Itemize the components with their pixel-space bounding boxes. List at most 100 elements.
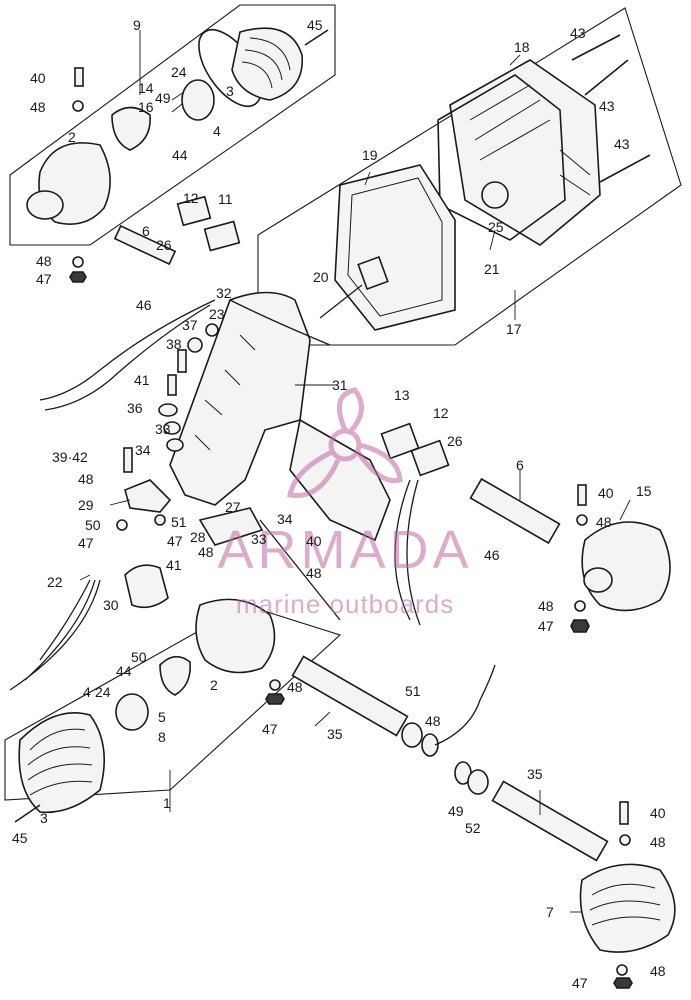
socket-20 bbox=[357, 255, 389, 291]
washer-48-top bbox=[72, 100, 84, 112]
callout-label: 26 bbox=[156, 237, 172, 253]
callout-label: 48 bbox=[596, 514, 612, 530]
callout-label: 47 bbox=[36, 271, 52, 287]
signal-7-ribs bbox=[589, 883, 661, 926]
bulb-24 bbox=[181, 79, 215, 121]
tail-light-wire bbox=[319, 284, 363, 319]
callout-label: 48 bbox=[538, 598, 554, 614]
stay-arm-6-right bbox=[469, 477, 561, 545]
lens-3-ribs bbox=[27, 728, 93, 796]
bolt-40-top bbox=[74, 67, 84, 87]
callout-label: 2 bbox=[210, 677, 218, 693]
callout-label: 30 bbox=[103, 597, 119, 613]
cushion-12-top bbox=[176, 195, 212, 227]
screw-45-top bbox=[304, 29, 329, 46]
callout-label: 39·42 bbox=[52, 449, 88, 465]
bulb-25 bbox=[481, 181, 509, 209]
case-inner bbox=[347, 177, 443, 317]
tail-light-assembly bbox=[319, 34, 651, 331]
callout-label: 3 bbox=[226, 83, 234, 99]
callout-label: 45 bbox=[12, 830, 28, 846]
nut-47-center bbox=[265, 693, 285, 705]
callout-label: 48 bbox=[30, 99, 46, 115]
callout-label: 33 bbox=[155, 421, 171, 437]
callout-label: 16 bbox=[138, 99, 154, 115]
callout-label: 23 bbox=[209, 306, 225, 322]
callout-label: 43 bbox=[599, 98, 615, 114]
callout-label: 31 bbox=[332, 377, 348, 393]
leader-lines bbox=[79, 30, 631, 913]
callout-label: 51 bbox=[171, 514, 187, 530]
callout-label: 43 bbox=[614, 136, 630, 152]
callout-label: 38 bbox=[166, 336, 182, 352]
callout-label: 28 bbox=[190, 529, 206, 545]
callout-label: 40 bbox=[598, 485, 614, 501]
callout-label: 41 bbox=[166, 557, 182, 573]
socket-14 bbox=[111, 106, 151, 151]
harness-22 bbox=[9, 579, 101, 691]
callout-label: 34 bbox=[135, 442, 151, 458]
bracket-plate-27-28 bbox=[198, 507, 264, 546]
callout-label: 40 bbox=[306, 533, 322, 549]
callout-label: 11 bbox=[218, 191, 233, 207]
callout-label: 47 bbox=[78, 535, 94, 551]
screw-45-lower bbox=[14, 804, 41, 823]
propeller-logo-icon bbox=[287, 387, 403, 499]
rear-left-turn-signal-assembly bbox=[14, 598, 276, 823]
callout-label: 49 bbox=[155, 90, 171, 106]
bracket-31 bbox=[169, 291, 311, 506]
callout-label: 9 bbox=[133, 17, 141, 33]
callout-label: 7 bbox=[546, 904, 554, 920]
callout-label: 26 bbox=[447, 433, 463, 449]
signal-15-stud bbox=[583, 567, 613, 593]
callout-label: 13 bbox=[394, 387, 410, 403]
washer-48-right-low bbox=[574, 600, 586, 612]
cushion-12-mid bbox=[410, 439, 450, 477]
callout-label: 48 bbox=[78, 471, 94, 487]
grommet-52-lower bbox=[467, 769, 489, 795]
front-left-turn-signal-assembly bbox=[26, 27, 329, 283]
callout-label: 2 bbox=[68, 129, 76, 145]
cushion-29 bbox=[124, 479, 172, 513]
callout-label: 12 bbox=[433, 405, 449, 421]
callout-label: 48 bbox=[306, 565, 322, 581]
callout-label: 47 bbox=[262, 721, 278, 737]
stay-arm-35-lower bbox=[491, 780, 609, 862]
cushion-13 bbox=[380, 422, 420, 460]
callout-label: 25 bbox=[488, 219, 504, 235]
bulb-base bbox=[171, 91, 185, 113]
callout-label: 40 bbox=[650, 805, 666, 821]
harness-32 bbox=[39, 299, 216, 401]
callout-label: 1 bbox=[163, 795, 171, 811]
screw-43-a bbox=[571, 34, 621, 61]
callout-label: 36 bbox=[127, 400, 143, 416]
callout-label: 48 bbox=[198, 544, 214, 560]
callout-label: 24 bbox=[95, 684, 111, 700]
callout-label: 34 bbox=[277, 511, 293, 527]
nut-47-right bbox=[570, 619, 590, 633]
callout-label: 4 bbox=[213, 123, 221, 139]
socket-5 bbox=[159, 655, 192, 696]
washer-48-right bbox=[576, 514, 588, 526]
callout-label: 48 bbox=[425, 713, 441, 729]
callout-label: 4 bbox=[83, 684, 91, 700]
callout-label: 48 bbox=[650, 834, 666, 850]
watermark: ARMADA marine outboards bbox=[217, 387, 469, 619]
stay-arm-6-top bbox=[113, 224, 177, 266]
rear-bracket-assembly bbox=[9, 291, 450, 691]
callout-label: 52 bbox=[465, 820, 481, 836]
bulb-24-lower bbox=[115, 693, 149, 731]
callout-label: 24 bbox=[171, 64, 187, 80]
callout-label: 45 bbox=[307, 17, 323, 33]
callout-label: 20 bbox=[313, 269, 329, 285]
callout-label: 47 bbox=[167, 533, 183, 549]
front-left-group-outline bbox=[9, 4, 336, 246]
callout-label: 21 bbox=[484, 261, 500, 277]
clamp-30 bbox=[124, 564, 169, 609]
callout-label: 5 bbox=[158, 709, 166, 725]
callout-label: 35 bbox=[327, 726, 343, 742]
callout-label: 15 bbox=[636, 483, 652, 499]
callout-label: 48 bbox=[650, 963, 666, 979]
callout-label: 29 bbox=[78, 497, 94, 513]
